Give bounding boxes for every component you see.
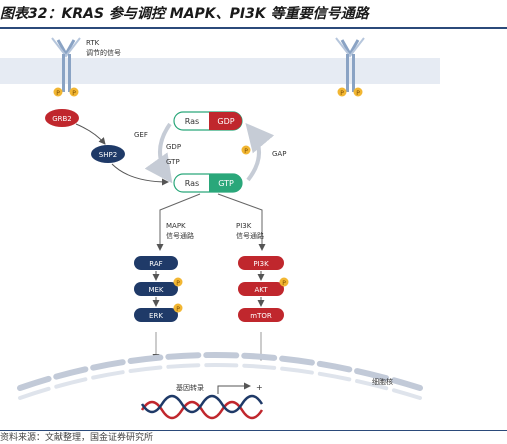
ras-gdp-complex — [173, 111, 243, 131]
transcription-start-arrow — [217, 382, 251, 394]
rtk-receptor-right: P P — [335, 37, 365, 97]
phospho-label: P — [244, 148, 248, 155]
ras-gtp-ras-label: Ras — [185, 179, 199, 188]
phospho-label: P — [340, 90, 344, 97]
raf-label: RAF — [149, 260, 162, 268]
gdp-released-label: GDP — [166, 143, 181, 151]
mtor-node — [238, 308, 284, 322]
cell-membrane — [0, 58, 440, 84]
mapk-pathway-sublabel: 信号通路 — [166, 231, 194, 240]
phospho-icon — [353, 87, 363, 97]
grb2-to-shp2-arrow — [75, 123, 106, 145]
pi3k-node — [238, 256, 284, 270]
pi3k-label: PI3K — [253, 260, 269, 268]
rtk-sublabel: 调节的信号 — [86, 48, 121, 57]
transcription-plus: + — [256, 383, 263, 392]
shp2-label: SHP2 — [99, 151, 117, 159]
nuclear-envelope — [17, 352, 423, 400]
phospho-icon — [173, 277, 183, 287]
mapk-pathway-label: MAPK — [166, 222, 186, 230]
gef-label: GEF — [134, 131, 148, 139]
transcription-label: 基因转录 — [176, 383, 204, 392]
phospho-label: P — [282, 280, 286, 287]
ras-gdp-nucleotide-label: GDP — [217, 117, 234, 126]
pi3k-pathway-label: PI3K — [236, 222, 252, 230]
phospho-icon — [53, 87, 63, 97]
phospho-label: P — [56, 90, 60, 97]
mek-node — [134, 282, 178, 296]
rtk-label: RTK — [86, 39, 100, 47]
shp2-node — [91, 145, 125, 163]
phospho-icon — [173, 303, 183, 313]
gtp-bound-label: GTP — [166, 158, 180, 166]
akt-node — [238, 282, 284, 296]
phospho-icon — [241, 145, 251, 155]
dna-helix-icon — [140, 394, 264, 420]
title-rule — [0, 27, 507, 29]
mapk-branch-arrow — [156, 193, 201, 251]
ras-gtp-complex — [173, 173, 243, 193]
pi3k-branch-arrow — [217, 193, 266, 251]
gap-label: GAP — [272, 150, 286, 158]
rtk-receptor-left: P P — [51, 37, 81, 97]
phospho-label: P — [176, 306, 180, 313]
phospho-label: P — [356, 90, 360, 97]
gap-cycle-arrow — [245, 122, 275, 182]
akt-label: AKT — [254, 286, 268, 294]
grb2-node — [45, 109, 79, 127]
phospho-icon — [69, 87, 79, 97]
ras-gtp-nucleotide-label: GTP — [218, 179, 234, 188]
mtor-label: mTOR — [250, 312, 272, 320]
pi3k-pathway-sublabel: 信号通路 — [236, 231, 264, 240]
shp2-to-ras-arrow — [111, 163, 169, 186]
grb2-label: GRB2 — [52, 115, 72, 123]
phospho-label: P — [72, 90, 76, 97]
phospho-icon — [337, 87, 347, 97]
figure-title: 图表32：KRAS 参与调控 MAPK、PI3K 等重要信号通路 — [0, 6, 369, 22]
erk-label: ERK — [149, 312, 163, 320]
nucleus-label: 细胞核 — [372, 377, 393, 386]
kras-pathway-diagram: P P RTK 调节的信号 P P GRB2 SHP2 Ras GDP Ras … — [0, 37, 440, 420]
gef-cycle-arrow — [144, 122, 173, 184]
bottom-rule — [0, 430, 507, 431]
raf-node — [134, 256, 178, 270]
phospho-icon — [279, 277, 289, 287]
figure-source: 资料来源：文献整理，国金证券研究所 — [0, 433, 154, 443]
diagram-panel: P P RTK 调节的信号 P P GRB2 SHP2 Ras GDP Ras … — [0, 32, 440, 430]
phospho-label: P — [176, 280, 180, 287]
mek-label: MEK — [148, 286, 163, 294]
erk-node — [134, 308, 178, 322]
ras-gdp-ras-label: Ras — [185, 117, 199, 126]
